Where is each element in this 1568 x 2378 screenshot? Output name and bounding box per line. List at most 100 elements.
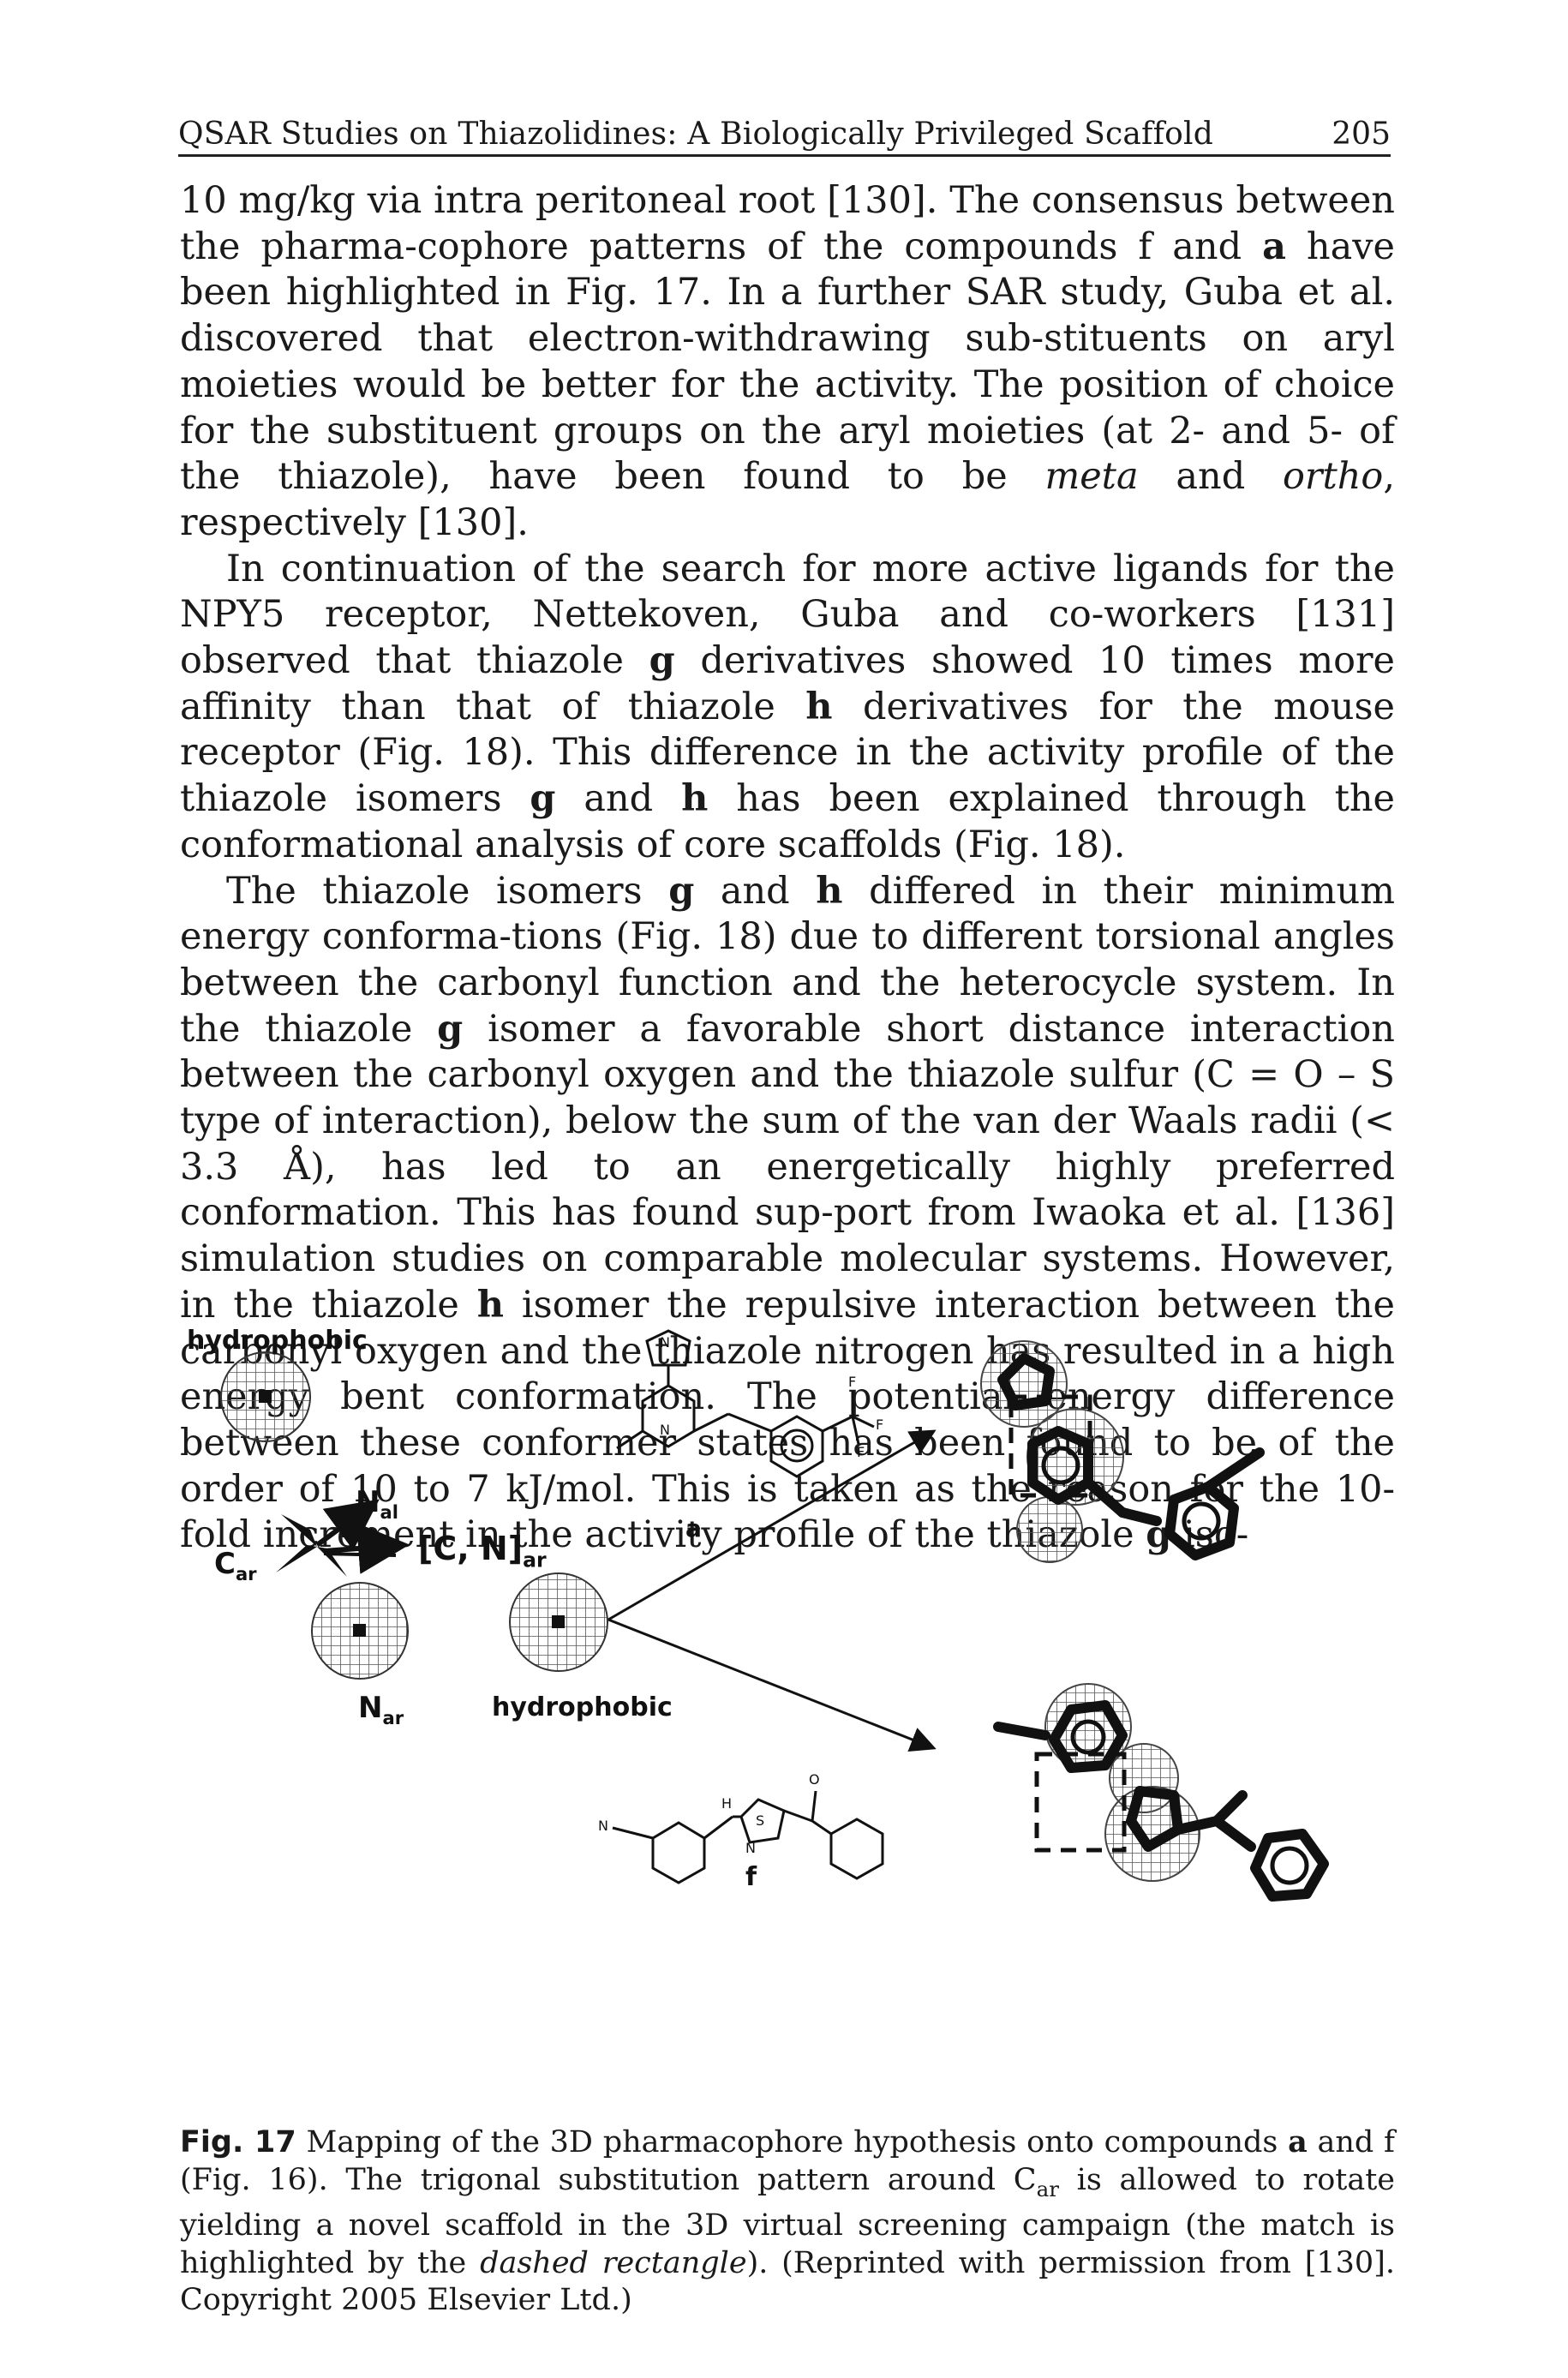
paragraph-3: The thiazole isomers g and h differed in… bbox=[180, 869, 1395, 1560]
bond bbox=[616, 1429, 643, 1450]
label-cn-ar: [C, N]ar bbox=[418, 1530, 547, 1572]
compound-ref: a bbox=[1262, 225, 1286, 268]
label-compound-a: a bbox=[685, 1514, 702, 1542]
benzene-ring bbox=[651, 1821, 706, 1884]
label-text: N bbox=[358, 1691, 383, 1725]
text-run: has been explained through the conformat… bbox=[180, 777, 1396, 866]
vector-n-al bbox=[315, 1499, 380, 1551]
label-text: [C, N] bbox=[418, 1530, 524, 1567]
italic-term: meta bbox=[1044, 455, 1139, 499]
bond bbox=[811, 1819, 832, 1836]
atom-label-h: H bbox=[721, 1795, 733, 1812]
text-run: and bbox=[1138, 455, 1284, 499]
compound-ref: h bbox=[805, 685, 833, 728]
atom-label-n: N bbox=[660, 1334, 670, 1351]
figure-graphic bbox=[220, 1329, 1329, 1902]
compound-ref: h bbox=[476, 1283, 504, 1327]
trigonal-blade bbox=[281, 1514, 317, 1547]
caption-italic: dashed rectangle bbox=[480, 2245, 747, 2280]
mapped-sphere bbox=[1016, 1496, 1083, 1563]
text-run: 10 mg/kg via intra peritoneal root [130]… bbox=[180, 179, 1395, 268]
pharmacophore-hypothesis bbox=[220, 1351, 608, 1680]
text-run: The thiazole isomers bbox=[226, 869, 669, 913]
phenyl-ring-3d bbox=[1164, 1482, 1239, 1560]
compound-a-structure bbox=[616, 1329, 875, 1478]
label-sub: ar bbox=[235, 1562, 257, 1584]
mapping-arrow-top bbox=[607, 1429, 937, 1621]
aromatic-circle-3d bbox=[1182, 1501, 1221, 1541]
sphere-center-marker bbox=[259, 1390, 272, 1403]
bond-3d bbox=[1212, 1816, 1256, 1852]
bond bbox=[822, 1415, 853, 1433]
figure-17: hydrophobic Nal Car [C, N]ar Nar hydroph… bbox=[180, 1315, 1397, 2087]
bond-3d bbox=[1173, 1816, 1222, 1835]
nitrile-bond-3d bbox=[993, 1722, 1050, 1740]
bond bbox=[783, 1809, 813, 1823]
trigonal-blade bbox=[276, 1545, 317, 1572]
label-n-al: Nal bbox=[356, 1485, 398, 1523]
match-dashed-rectangle bbox=[1034, 1752, 1127, 1853]
mapped-compound-f bbox=[993, 1683, 1329, 1902]
phenyl-ring-3d bbox=[1250, 1829, 1329, 1902]
caption-text: Mapping of the 3D pharmacophore hypothes… bbox=[296, 2125, 1289, 2159]
benzene-ring bbox=[829, 1818, 884, 1880]
atom-label-f: F bbox=[876, 1417, 884, 1433]
text-run: and bbox=[555, 777, 682, 821]
label-text: C bbox=[214, 1547, 236, 1581]
bond bbox=[703, 1815, 733, 1840]
atom-label-f: F bbox=[857, 1444, 865, 1460]
atom-label-s: S bbox=[756, 1812, 765, 1829]
label-hydrophobic-top: hydrophobic bbox=[187, 1326, 368, 1356]
compound-f-structure bbox=[612, 1790, 884, 1884]
trigonal-center bbox=[276, 1499, 410, 1577]
thiazole-ring bbox=[739, 1798, 786, 1844]
compound-ref: h bbox=[681, 777, 709, 821]
aromatic-circle-3d bbox=[1270, 1846, 1309, 1885]
vector-cn-ar bbox=[323, 1523, 410, 1574]
compound-ref: h bbox=[816, 869, 843, 913]
pyrimidine-ring-3d bbox=[1027, 1426, 1093, 1505]
label-c-ar: Car bbox=[214, 1547, 257, 1584]
text-run: differed in their minimum energy conform… bbox=[180, 869, 1395, 1051]
page-number: 205 bbox=[1332, 117, 1391, 152]
bond-3d bbox=[1083, 1477, 1128, 1518]
sphere-center-marker bbox=[353, 1624, 366, 1637]
bond bbox=[693, 1412, 729, 1433]
compound-ref: g bbox=[530, 777, 556, 821]
caption-text: and f (Fig. 16). The trigonal substituti… bbox=[180, 2125, 1395, 2197]
bond bbox=[851, 1416, 860, 1445]
caption-text: is allowed to rotate yielding a novel sc… bbox=[180, 2162, 1395, 2280]
carbonyl-bond bbox=[811, 1790, 817, 1822]
nitrile-bond bbox=[612, 1826, 654, 1840]
text-run: isomer a favorable short distance intera… bbox=[180, 1007, 1395, 1327]
running-head: QSAR Studies on Thiazolidines: A Biologi… bbox=[178, 110, 1391, 157]
mapped-compound-a bbox=[980, 1340, 1265, 1563]
mapping-arrow-bottom bbox=[607, 1618, 937, 1752]
text-run: derivatives showed 10 times more affinit… bbox=[180, 639, 1395, 728]
bond bbox=[727, 1412, 772, 1433]
pyrimidine-ring bbox=[641, 1384, 696, 1448]
aromatic-circle-3d bbox=[1041, 1446, 1080, 1485]
label-sub: ar bbox=[523, 1548, 547, 1572]
caption-label: Fig. 17 bbox=[180, 2125, 296, 2159]
label-compound-f: f bbox=[745, 1862, 757, 1892]
text-run: and bbox=[694, 869, 817, 913]
figure-caption: Fig. 17 Mapping of the 3D pharmacophore … bbox=[180, 2123, 1395, 2320]
label-n-ar: Nar bbox=[358, 1691, 404, 1728]
thiazole-ring-3d bbox=[1126, 1786, 1183, 1852]
paragraph-2: In continuation of the search for more a… bbox=[180, 547, 1395, 869]
compound-ref: g bbox=[668, 869, 695, 913]
atom-label-n: N bbox=[660, 1422, 670, 1438]
body-text: 10 mg/kg via intra peritoneal root [130]… bbox=[180, 178, 1395, 1559]
mapped-sphere bbox=[1104, 1786, 1200, 1882]
phenyl-ring-3d bbox=[1049, 1700, 1128, 1773]
compound-ref: g bbox=[649, 639, 675, 683]
italic-term: ortho bbox=[1283, 455, 1384, 499]
atom-label-n: N bbox=[745, 1840, 756, 1856]
text-run: have been highlighted in Fig. 17. In a f… bbox=[180, 225, 1395, 499]
text-run: derivatives for the mouse receptor (Fig.… bbox=[180, 685, 1395, 821]
atom-label-f: F bbox=[848, 1374, 857, 1390]
sphere-center-marker bbox=[552, 1615, 565, 1628]
caption-text: ). (Reprinted with permission from [130]… bbox=[180, 2245, 1395, 2318]
